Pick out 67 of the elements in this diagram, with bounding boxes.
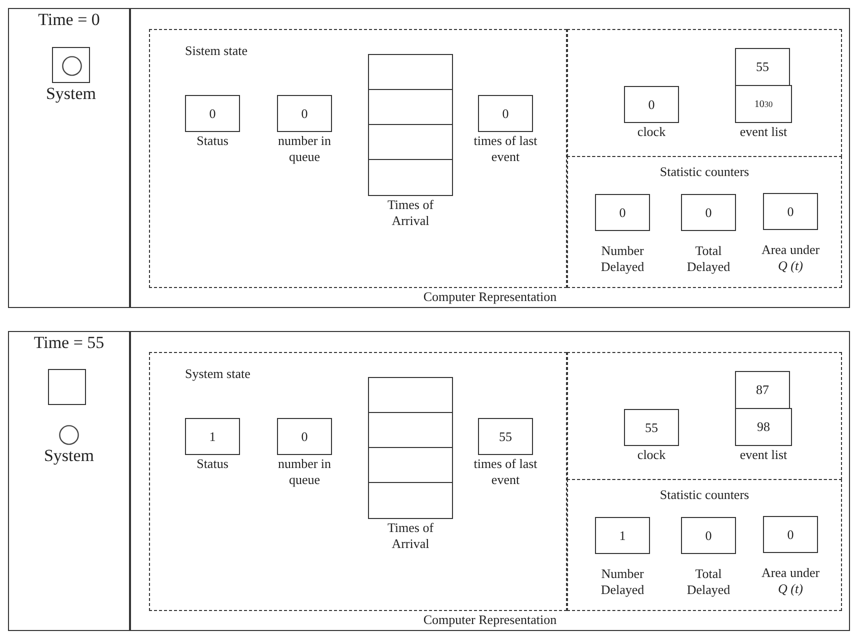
empty-slot xyxy=(368,412,453,448)
value-box: 87 xyxy=(735,371,790,409)
empty-slot xyxy=(368,159,453,196)
value-box: 98 xyxy=(735,408,792,446)
empty-slot xyxy=(368,377,453,413)
field-caption: Area under Q (t) xyxy=(760,565,820,596)
value-box: 0 xyxy=(681,194,736,231)
table-cell-frame xyxy=(8,8,130,308)
panel-heading: Computer Representation xyxy=(422,612,558,628)
value-box: 1 xyxy=(185,418,240,455)
table-cell-frame xyxy=(130,8,850,308)
panel-heading: Time = 0 xyxy=(37,10,101,30)
field-caption: Status xyxy=(196,133,230,149)
server-square xyxy=(48,369,86,405)
dashed-region xyxy=(567,156,842,288)
field-caption: times of last event xyxy=(474,456,538,488)
table-cell-frame xyxy=(130,331,850,631)
field-caption: Area under Q (t) xyxy=(760,242,820,274)
value-box: 0 xyxy=(595,194,650,231)
value-box: 0 xyxy=(478,95,533,132)
field-caption: Number Delayed xyxy=(600,243,646,274)
field-caption: event list xyxy=(738,447,788,463)
value-box: 0 xyxy=(185,95,240,132)
panel-heading: Statistic counters xyxy=(658,164,750,180)
empty-slot xyxy=(368,124,453,160)
empty-slot xyxy=(368,482,453,519)
dashed-region xyxy=(567,352,842,480)
field-caption: Status xyxy=(196,456,230,472)
field-caption: number in queue xyxy=(276,133,332,164)
customer-circle xyxy=(62,56,82,76)
dashed-region xyxy=(567,479,842,611)
value-box: 0 xyxy=(277,418,332,455)
empty-slot xyxy=(368,54,453,90)
field-caption: System xyxy=(42,446,96,466)
value-box: 0 xyxy=(681,517,736,554)
table-cell-frame xyxy=(8,331,130,631)
field-caption: number in queue xyxy=(276,456,332,488)
field-caption: Total Delayed xyxy=(686,566,732,598)
dashed-region xyxy=(149,352,567,611)
empty-slot xyxy=(368,89,453,125)
dashed-region xyxy=(567,29,842,157)
field-caption: Number Delayed xyxy=(600,566,646,598)
value-box: 0 xyxy=(763,516,818,553)
field-caption: clock xyxy=(636,447,667,463)
field-caption: event list xyxy=(738,124,788,140)
field-caption: Times of Arrival xyxy=(386,197,435,228)
dashed-region xyxy=(149,29,567,288)
panel-heading: Statistic counters xyxy=(658,487,750,503)
customer-circle xyxy=(59,425,79,445)
server-square xyxy=(52,47,90,83)
field-caption: System xyxy=(44,84,98,104)
value-box: 0 xyxy=(763,193,818,230)
field-caption: times of last event xyxy=(474,133,538,164)
panel-heading: Sistem state xyxy=(185,43,248,59)
panel-heading: Computer Representation xyxy=(422,289,558,305)
value-box: 55 xyxy=(624,409,679,446)
value-box: 55 xyxy=(478,418,533,455)
field-caption: clock xyxy=(636,124,667,140)
field-caption: Total Delayed xyxy=(686,243,732,274)
value-box: 0 xyxy=(624,86,679,123)
panel-heading: System state xyxy=(185,366,250,382)
value-box: 55 xyxy=(735,48,790,86)
empty-slot xyxy=(368,447,453,483)
value-box: 0 xyxy=(277,95,332,132)
field-caption: Times of Arrival xyxy=(386,520,435,552)
value-box: 1 xyxy=(595,517,650,554)
panel-heading: Time = 55 xyxy=(32,333,106,354)
